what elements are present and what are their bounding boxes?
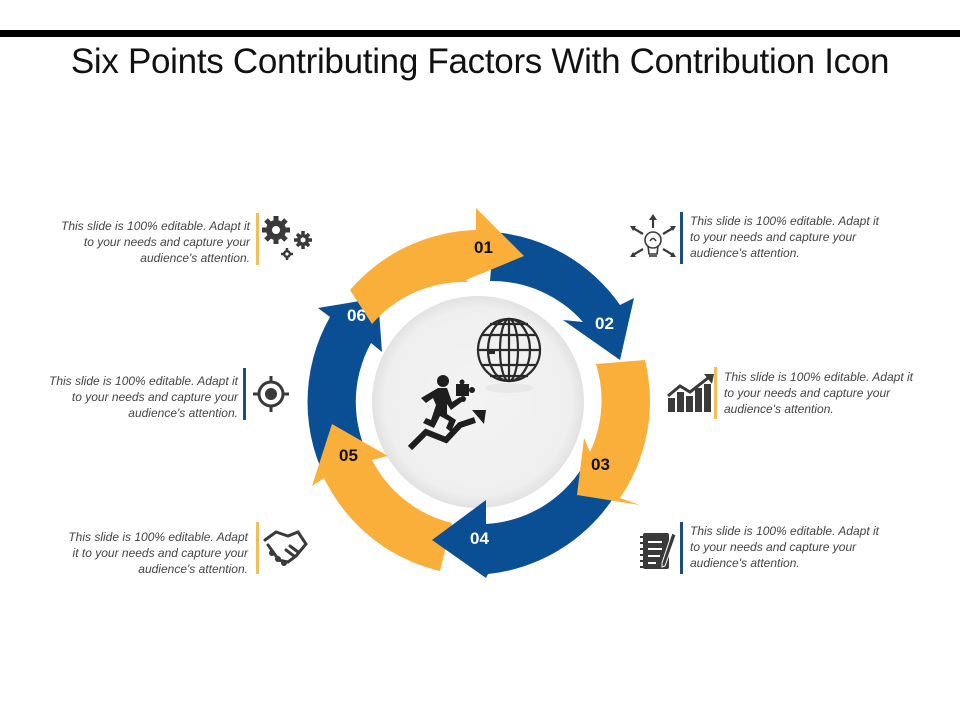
center-circle xyxy=(372,296,584,508)
note-line: audience's attention. xyxy=(128,406,238,420)
bar-chart-growth-icon xyxy=(667,374,714,412)
note-line: This slide is 100% editable. Adapt it xyxy=(61,219,250,233)
step-number-01: 01 xyxy=(474,238,493,257)
accent-bar-blue xyxy=(680,522,683,574)
globe-icon xyxy=(476,317,542,383)
growth-arrow-icon xyxy=(407,410,486,451)
note-line: to your needs and capture your xyxy=(724,386,891,400)
note-top-left: This slide is 100% editable. Adapt it to… xyxy=(20,218,250,266)
slide-title: Six Points Contributing Factors With Con… xyxy=(70,42,890,81)
step-number-05: 05 xyxy=(339,446,358,465)
step-number-04: 04 xyxy=(470,529,489,548)
note-line: audience's attention. xyxy=(690,246,800,260)
target-crosshair-icon xyxy=(253,376,289,412)
note-line: audience's attention. xyxy=(140,251,250,265)
step-number-06: 06 xyxy=(347,306,366,325)
step-number-03: 03 xyxy=(591,455,610,474)
accent-bar-orange xyxy=(256,522,259,574)
note-line: audience's attention. xyxy=(138,562,248,576)
accent-bar-blue xyxy=(680,212,683,264)
note-line: to your needs and capture your xyxy=(690,230,857,244)
segment-01 xyxy=(350,208,524,324)
accent-bar-orange xyxy=(256,213,259,265)
gears-icon xyxy=(262,216,312,260)
top-rule xyxy=(0,30,960,37)
segment-04 xyxy=(432,468,612,578)
segment-06 xyxy=(307,298,382,487)
note-line: to your needs and capture your xyxy=(71,390,238,404)
note-line: audience's attention. xyxy=(724,402,834,416)
note-line: This slide is 100% editable. Adapt it xyxy=(724,370,913,384)
note-line: to your needs and capture your xyxy=(83,235,250,249)
note-bottom-left: This slide is 100% editable. Adapt it to… xyxy=(30,529,248,577)
globe-shadow xyxy=(485,383,533,393)
note-line: to your needs and capture your xyxy=(690,540,857,554)
handshake-icon xyxy=(263,530,308,566)
note-mid-right: This slide is 100% editable. Adapt it to… xyxy=(724,369,954,417)
note-line: This slide is 100% editable. Adapt it xyxy=(690,524,879,538)
accent-bar-orange xyxy=(714,367,717,419)
note-line: This slide is 100% editable. Adapt it xyxy=(690,214,879,228)
note-mid-left: This slide is 100% editable. Adapt it to… xyxy=(8,373,238,421)
segment-02 xyxy=(490,232,634,360)
note-line: audience's attention. xyxy=(690,556,800,570)
running-businessman-puzzle-icon xyxy=(421,375,475,432)
segment-03 xyxy=(577,360,650,505)
note-line: This slide is 100% editable. Adapt xyxy=(68,530,248,544)
notebook-pen-icon xyxy=(640,532,677,569)
step-number-02: 02 xyxy=(595,314,614,333)
lightbulb-idea-icon xyxy=(630,214,676,257)
accent-bar-blue xyxy=(243,368,246,420)
note-line: it to your needs and capture your xyxy=(72,546,248,560)
segment-05 xyxy=(312,424,452,571)
note-top-right: This slide is 100% editable. Adapt it to… xyxy=(690,213,930,261)
note-line: This slide is 100% editable. Adapt it xyxy=(49,374,238,388)
note-bottom-right: This slide is 100% editable. Adapt it to… xyxy=(690,523,930,571)
